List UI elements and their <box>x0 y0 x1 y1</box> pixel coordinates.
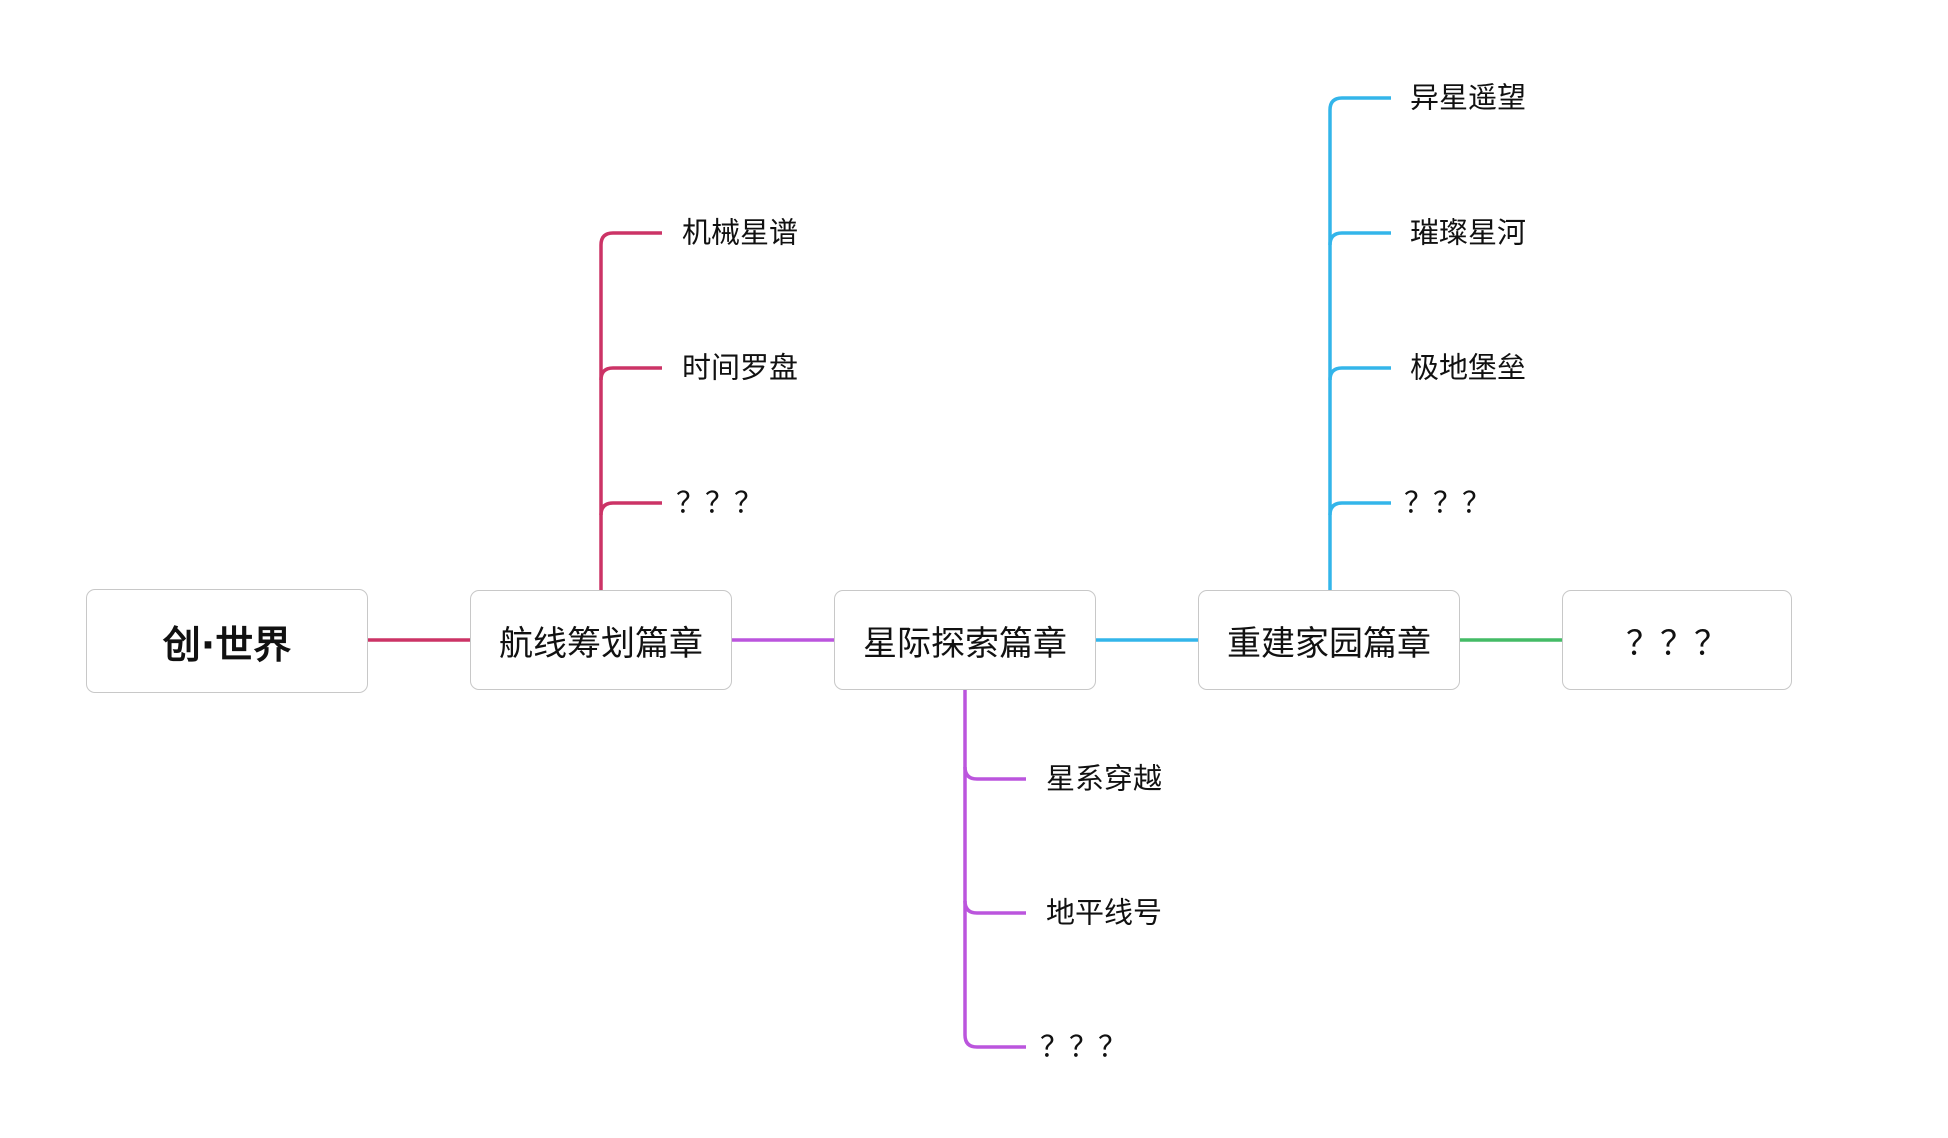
chapter-label: 重建家园篇章 <box>1227 623 1431 664</box>
chapter-label: 星际探索篇章 <box>863 623 1067 664</box>
leaf-node[interactable]: ？？？ <box>1404 485 1492 520</box>
leaf-node[interactable]: 机械星谱 <box>682 215 799 250</box>
leaf-node[interactable]: 地平线号 <box>1046 895 1163 930</box>
leaf-node[interactable]: 极地堡垒 <box>1410 350 1527 385</box>
chapter-label: 航线筹划篇章 <box>499 623 703 664</box>
chapter-node-2[interactable]: 星际探索篇章 <box>834 590 1096 690</box>
chapter-node-3[interactable]: 重建家园篇章 <box>1198 590 1460 690</box>
root-node[interactable]: 创·世界 <box>86 589 368 693</box>
chapter-label: ？？？ <box>1626 623 1728 664</box>
leaf-node[interactable]: 时间罗盘 <box>682 350 799 385</box>
leaf-node[interactable]: ？？？ <box>1040 1029 1128 1064</box>
chapter-node-4[interactable]: ？？？ <box>1562 590 1792 690</box>
leaf-node[interactable]: 星系穿越 <box>1046 761 1163 796</box>
leaf-node[interactable]: 璀璨星河 <box>1410 215 1527 250</box>
root-label: 创·世界 <box>162 622 292 667</box>
branch-chapter1 <box>599 231 662 590</box>
branch-chapter3 <box>1328 96 1391 590</box>
chapter-node-1[interactable]: 航线筹划篇章 <box>470 590 732 690</box>
leaf-node[interactable]: ？？？ <box>676 485 764 520</box>
leaf-node[interactable]: 异星遥望 <box>1410 80 1527 115</box>
branch-chapter2 <box>963 690 1026 1049</box>
